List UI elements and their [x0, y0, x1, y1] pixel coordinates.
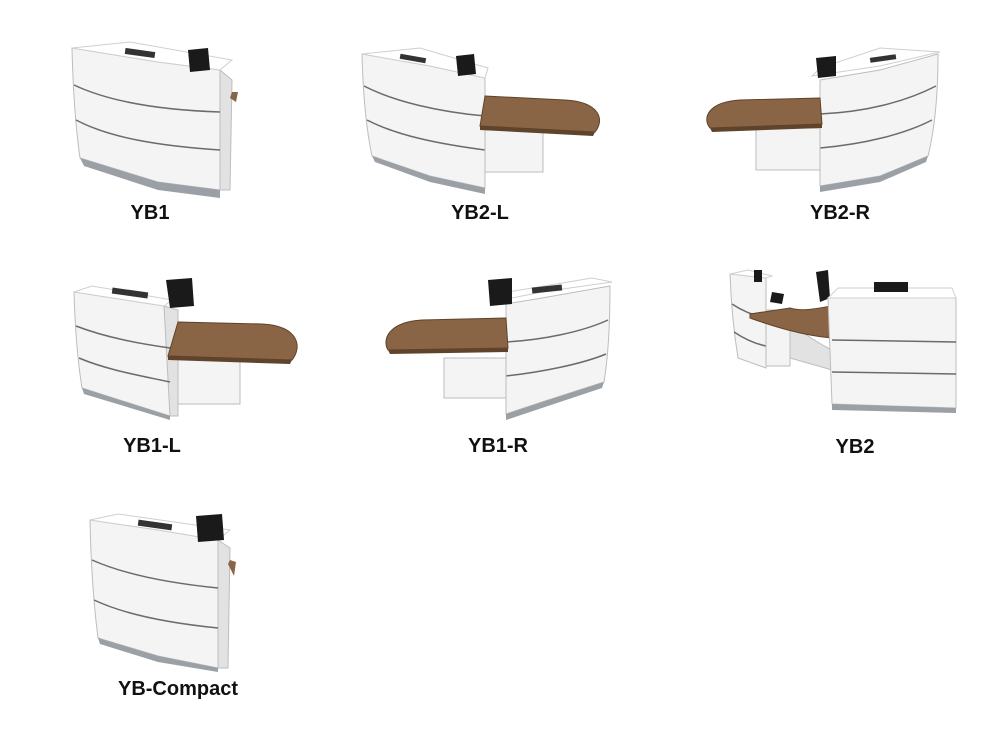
desk-label-yb1-r: YB1-R	[467, 435, 528, 457]
desk-yb2-r	[700, 47, 945, 192]
desk-yb1-r	[382, 277, 613, 420]
desk-yb2-illustration	[729, 269, 957, 413]
desk-yb-compact	[88, 512, 238, 672]
desk-yb2-l-illustration	[361, 47, 600, 194]
desk-yb1-r-illustration	[385, 277, 613, 420]
desk-label-yb2: YB2	[835, 436, 875, 458]
desk-label-yb-compact: YB-Compact	[117, 678, 238, 700]
desk-yb1-illustration	[71, 41, 238, 198]
desk-label-yb2-r: YB2-R	[809, 202, 870, 224]
desk-yb2-r-illustration	[706, 47, 941, 192]
desk-yb2	[728, 268, 960, 413]
desk-yb-compact-illustration	[89, 513, 236, 672]
desk-yb1	[70, 40, 240, 205]
desk-label-yb2-l: YB2-L	[451, 202, 509, 224]
desk-label-yb1: YB1	[130, 202, 170, 224]
desk-yb1-l-illustration	[73, 278, 298, 420]
desk-yb2-l	[360, 47, 610, 194]
desk-yb1-l	[72, 278, 302, 420]
desk-label-yb1-l: YB1-L	[123, 435, 181, 457]
